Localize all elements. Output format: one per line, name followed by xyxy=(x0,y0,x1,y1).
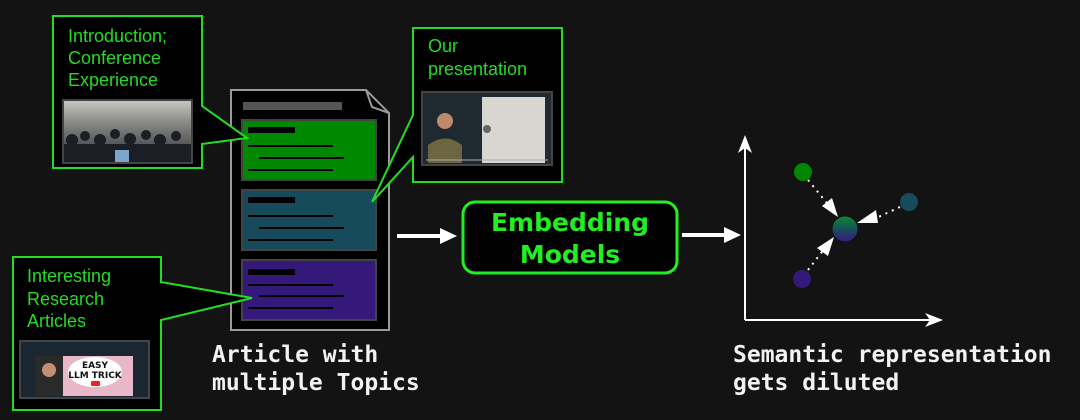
document-caption-line: Article with xyxy=(212,342,378,368)
thumbnail-lettering: LLM TRICK xyxy=(68,371,123,381)
play-icon xyxy=(483,125,491,133)
arrowhead xyxy=(817,237,834,256)
callout-intro-line: Experience xyxy=(68,70,158,90)
embedding-models-box: Embedding Models xyxy=(461,200,679,275)
research-article-thumbnail[interactable]: EASY LLM TRICK xyxy=(19,340,150,399)
arrowhead xyxy=(822,198,838,217)
section-intro xyxy=(241,119,377,181)
document-caption-line: multiple Topics xyxy=(212,370,420,396)
section-presentation xyxy=(241,189,377,251)
presentation-video-thumbnail[interactable] xyxy=(421,91,553,166)
arrowhead xyxy=(857,210,878,223)
embedding-space xyxy=(738,135,943,327)
space-caption-line: Semantic representation xyxy=(733,342,1052,368)
embedding-point-combined xyxy=(832,216,858,242)
section-research xyxy=(241,259,377,321)
folded-corner xyxy=(365,89,390,114)
callout-research: Interesting Research Articles EASY LLM T… xyxy=(12,256,253,411)
space-caption-line: gets diluted xyxy=(733,370,899,396)
arrow-to-model xyxy=(397,228,457,244)
thumbnail-lettering: EASY xyxy=(82,361,109,371)
callout-presentation: Our presentation xyxy=(371,27,563,203)
article-document xyxy=(230,89,390,331)
model-label-line: Embedding xyxy=(491,208,649,237)
embedding-point-research xyxy=(793,270,811,288)
y-axis-arrowhead xyxy=(738,135,752,153)
callout-intro: Introduction; Conference Experience xyxy=(52,15,250,169)
callout-research-line: Research xyxy=(27,289,104,309)
model-label-line: Models xyxy=(520,240,620,269)
dotted-arrow xyxy=(871,206,901,221)
callout-intro-line: Introduction; xyxy=(68,26,167,46)
embedding-point-intro xyxy=(794,163,812,181)
callout-research-line: Articles xyxy=(27,311,86,331)
conference-photo xyxy=(62,99,193,164)
callout-intro-line: Conference xyxy=(68,48,161,68)
presenter xyxy=(437,113,453,129)
document-title-bar xyxy=(243,102,342,110)
callout-research-line: Interesting xyxy=(27,266,111,286)
callout-presentation-line: Our xyxy=(428,36,458,56)
embedding-point-presentation xyxy=(900,193,918,211)
youtube-play-icon xyxy=(91,381,100,386)
callout-presentation-line: presentation xyxy=(428,59,527,79)
x-axis-arrowhead xyxy=(925,313,943,327)
arrow-to-space xyxy=(682,227,741,243)
